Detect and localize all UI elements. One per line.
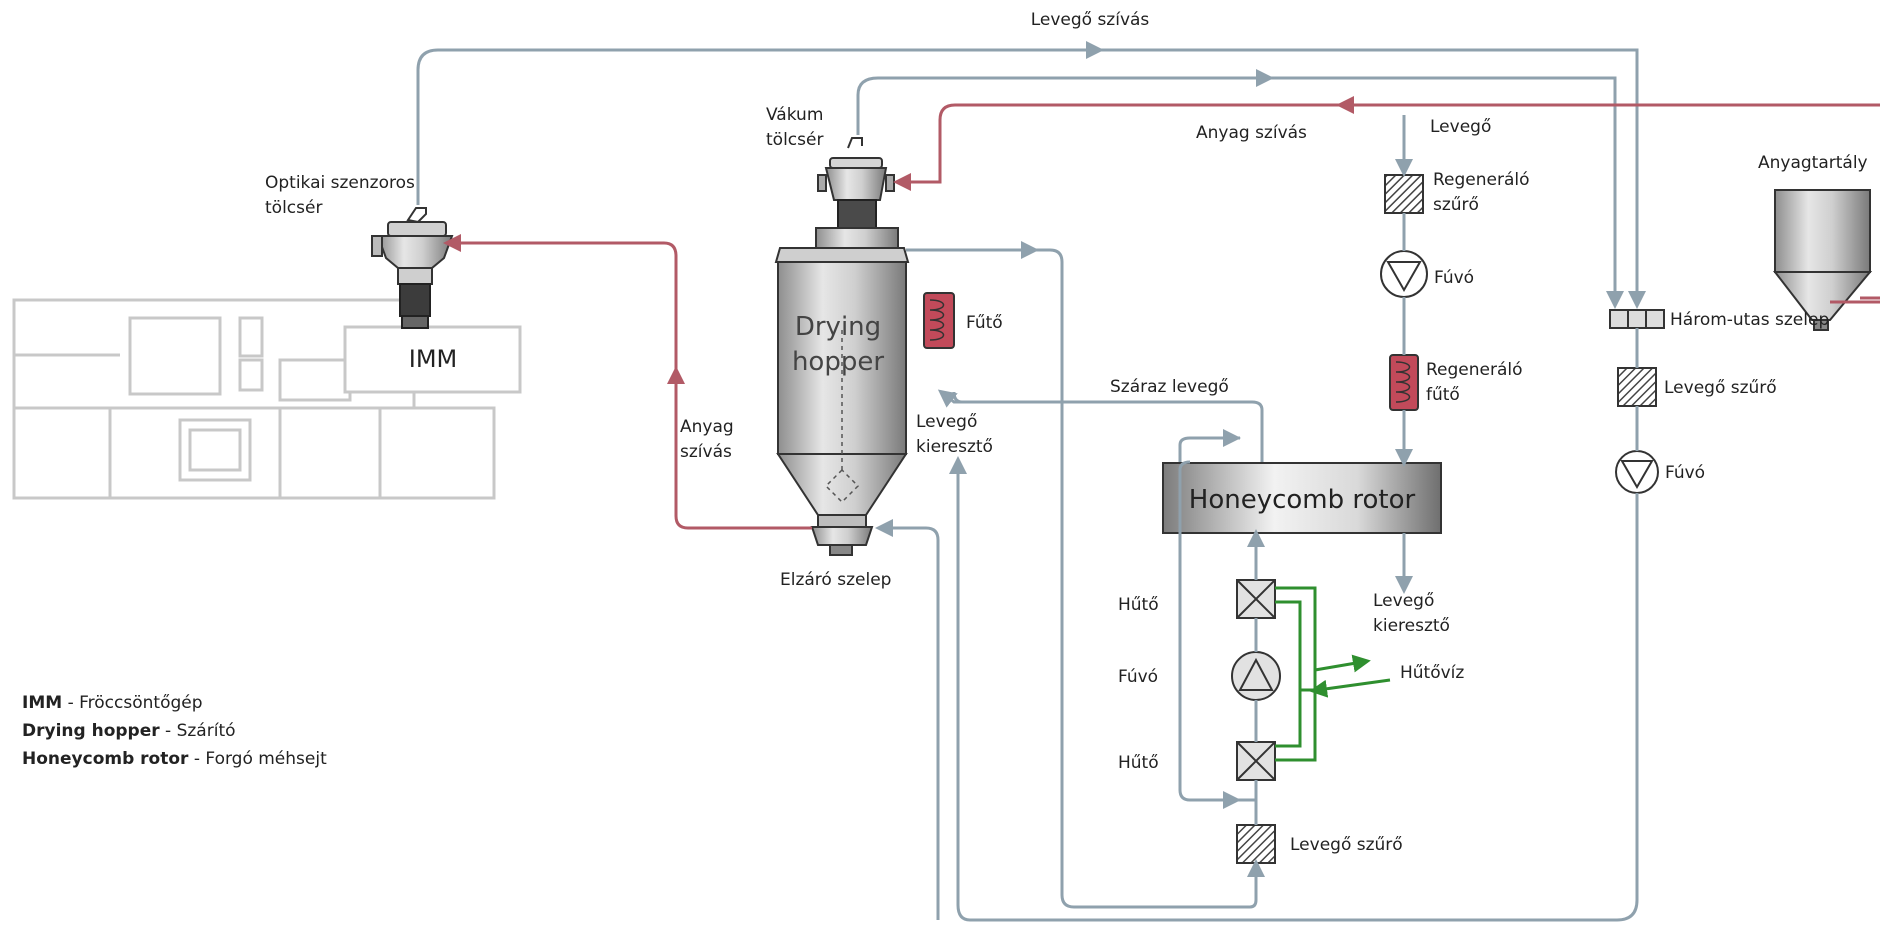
- regen-filter-box: [1384, 174, 1424, 214]
- cooling-bypass-line: [1178, 460, 1256, 802]
- honeycomb-label: Honeycomb rotor: [1189, 485, 1416, 515]
- legend-term: IMM: [22, 693, 62, 713]
- label-blower-top: Fúvó: [1434, 268, 1474, 288]
- blower-return-line: [956, 470, 1639, 922]
- material-tank: [1772, 189, 1873, 331]
- label-vacuum-2: tölcsér: [766, 130, 823, 150]
- cooling-water-line-inner: [1275, 600, 1302, 748]
- optical-sensor-hopper: [371, 207, 454, 329]
- air-filter-right: [1617, 367, 1657, 407]
- imm-machine: [12, 298, 522, 500]
- cooler-bottom: [1236, 741, 1276, 781]
- legend-sep: -: [188, 749, 205, 769]
- label-heater: Fűtő: [966, 313, 1003, 333]
- legend-term: Drying hopper: [22, 721, 160, 741]
- label-air-filter-bottom: Levegő szűrő: [1290, 835, 1403, 855]
- vacuum-return-line: [856, 76, 1617, 300]
- legend-desc: Szárító: [177, 721, 236, 741]
- label-material-suction-left-1: Anyag: [680, 417, 734, 437]
- label-material-suction-top: Anyag szívás: [1196, 123, 1307, 143]
- label-regen-heater-2: fűtő: [1426, 385, 1460, 405]
- label-dry-air: Száraz levegő: [1110, 377, 1229, 397]
- regen-blower: [1380, 250, 1428, 298]
- label-cooling-blower: Fúvó: [1118, 667, 1158, 687]
- air-filter-bottom: [1236, 824, 1276, 864]
- return-air-line: [906, 248, 1258, 909]
- label-air-exhaust-mid-1: Levegő: [916, 412, 977, 432]
- label-air-filter-right: Levegő szűrő: [1664, 378, 1777, 398]
- legend: IMM - Fröccsöntőgép Drying hopper - Szár…: [22, 693, 327, 769]
- drying-hopper-label-2: hopper: [792, 347, 884, 377]
- legend-item-imm: IMM - Fröccsöntőgép: [22, 693, 203, 713]
- legend-desc: Forgó méhsejt: [205, 749, 327, 769]
- dry-air-line: [952, 391, 1264, 462]
- label-cooler-bottom: Hűtő: [1118, 753, 1159, 773]
- label-air-exhaust-mid-2: kieresztő: [916, 437, 993, 457]
- hopper-bottom-inlet: [880, 526, 940, 920]
- drying-hopper-label-1: Drying: [795, 312, 881, 342]
- label-blower-right: Fúvó: [1665, 463, 1705, 483]
- legend-desc: Fröccsöntőgép: [79, 693, 202, 713]
- right-blower: [1615, 450, 1659, 494]
- label-optical-1: Optikai szenzoros: [265, 173, 415, 193]
- air-suction-line: [416, 48, 1639, 300]
- label-air-exhaust-bottom-2: kieresztő: [1373, 616, 1450, 636]
- imm-body: [343, 325, 522, 394]
- label-three-way-valve: Három-utas szelep: [1670, 310, 1829, 330]
- cooling-blower: [1231, 651, 1281, 701]
- label-regen-heater-1: Regeneráló: [1426, 360, 1523, 380]
- drying-hopper: [774, 137, 910, 556]
- label-air-exhaust-bottom-1: Levegő: [1373, 591, 1434, 611]
- label-vacuum-1: Vákum: [766, 105, 823, 125]
- legend-sep: -: [160, 721, 177, 741]
- imm-label: IMM: [409, 345, 458, 373]
- legend-item-honeycomb-rotor: Honeycomb rotor - Forgó méhsejt: [22, 749, 327, 769]
- rotor-exit-line: [1178, 436, 1240, 462]
- cooling-water-line-outer: [1275, 586, 1317, 762]
- three-way-valve: [1609, 309, 1665, 329]
- legend-term: Honeycomb rotor: [22, 749, 189, 769]
- material-suction-line-top: [900, 103, 1880, 184]
- regen-heater: [1389, 354, 1419, 411]
- label-cooling-water: Hűtővíz: [1400, 663, 1464, 683]
- legend-item-drying-hopper: Drying hopper - Szárító: [22, 721, 236, 741]
- legend-sep: -: [62, 693, 79, 713]
- label-air-suction: Levegő szívás: [1031, 10, 1150, 30]
- label-material-suction-left-2: szívás: [680, 442, 732, 462]
- label-material-tank: Anyagtartály: [1758, 153, 1868, 173]
- cooler-top: [1236, 579, 1276, 619]
- label-optical-2: tölcsér: [265, 198, 322, 218]
- label-air-in: Levegő: [1430, 117, 1491, 137]
- label-cooler-top: Hűtő: [1118, 595, 1159, 615]
- label-regen-filter-2: szűrő: [1433, 195, 1479, 215]
- label-shutoff-valve: Elzáró szelep: [780, 570, 891, 590]
- heater: [923, 292, 955, 349]
- honeycomb-rotor: [1162, 462, 1442, 534]
- label-regen-filter-1: Regeneráló: [1433, 170, 1530, 190]
